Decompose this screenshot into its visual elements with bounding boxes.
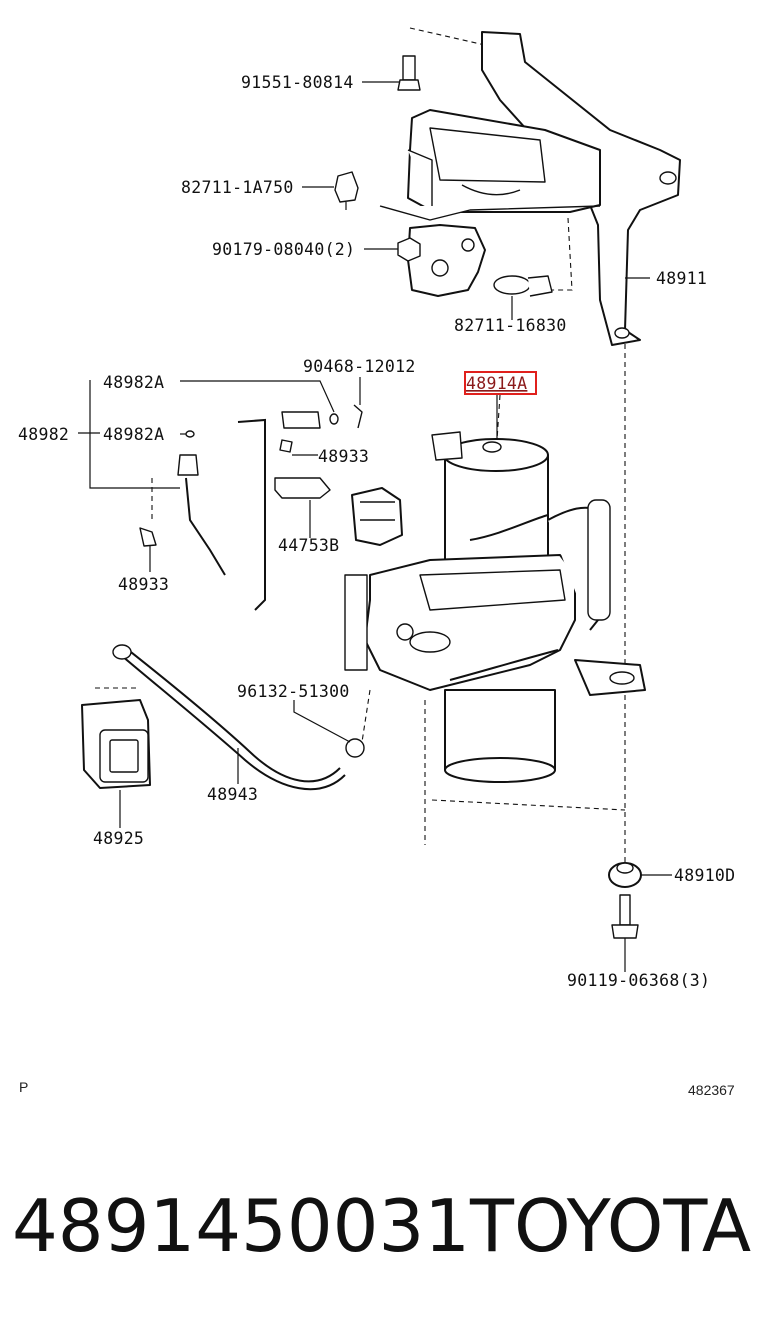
corner-code-left: P [19,1079,29,1095]
part-number-footer: 4891450031 [12,1184,471,1268]
label-48943: 48943 [207,785,258,804]
brand-footer: TOYOTA [470,1184,752,1268]
hose-48943-drawing [112,644,365,791]
hose-assembly-48982-drawing [78,380,363,611]
label-48925: 48925 [93,829,144,848]
label-90468-12012: 90468-12012 [303,357,416,376]
label-91551-80814: 91551-80814 [241,73,354,92]
clamp-44753-drawing [274,477,331,538]
pump-48914-drawing [344,394,646,845]
label-44753b: 44753B [278,536,339,555]
label-48911: 48911 [656,269,707,288]
label-96132-51300: 96132-51300 [237,682,350,701]
label-82711-1a750: 82711-1A750 [181,178,294,197]
illustration-number: 482367 [688,1082,735,1098]
cover-48925-drawing [81,687,151,789]
label-48914a[interactable]: 48914A [466,374,527,393]
grommet-48910-drawing [608,862,642,888]
label-48982: 48982 [18,425,69,444]
label-90179-08040: 90179-08040(2) [212,240,355,259]
leader-lines [119,81,672,972]
label-48933-left: 48933 [118,575,169,594]
highlight-box [464,371,537,395]
label-48910d: 48910D [674,866,735,885]
bracket-48911-drawing [334,27,681,870]
bolt-90119-drawing [611,894,639,939]
label-90119-06368: 90119-06368(3) [567,971,710,990]
label-48982a-top: 48982A [103,373,164,392]
label-48933-right: 48933 [318,447,369,466]
label-82711-16830: 82711-16830 [454,316,567,335]
label-48982a-mid: 48982A [103,425,164,444]
